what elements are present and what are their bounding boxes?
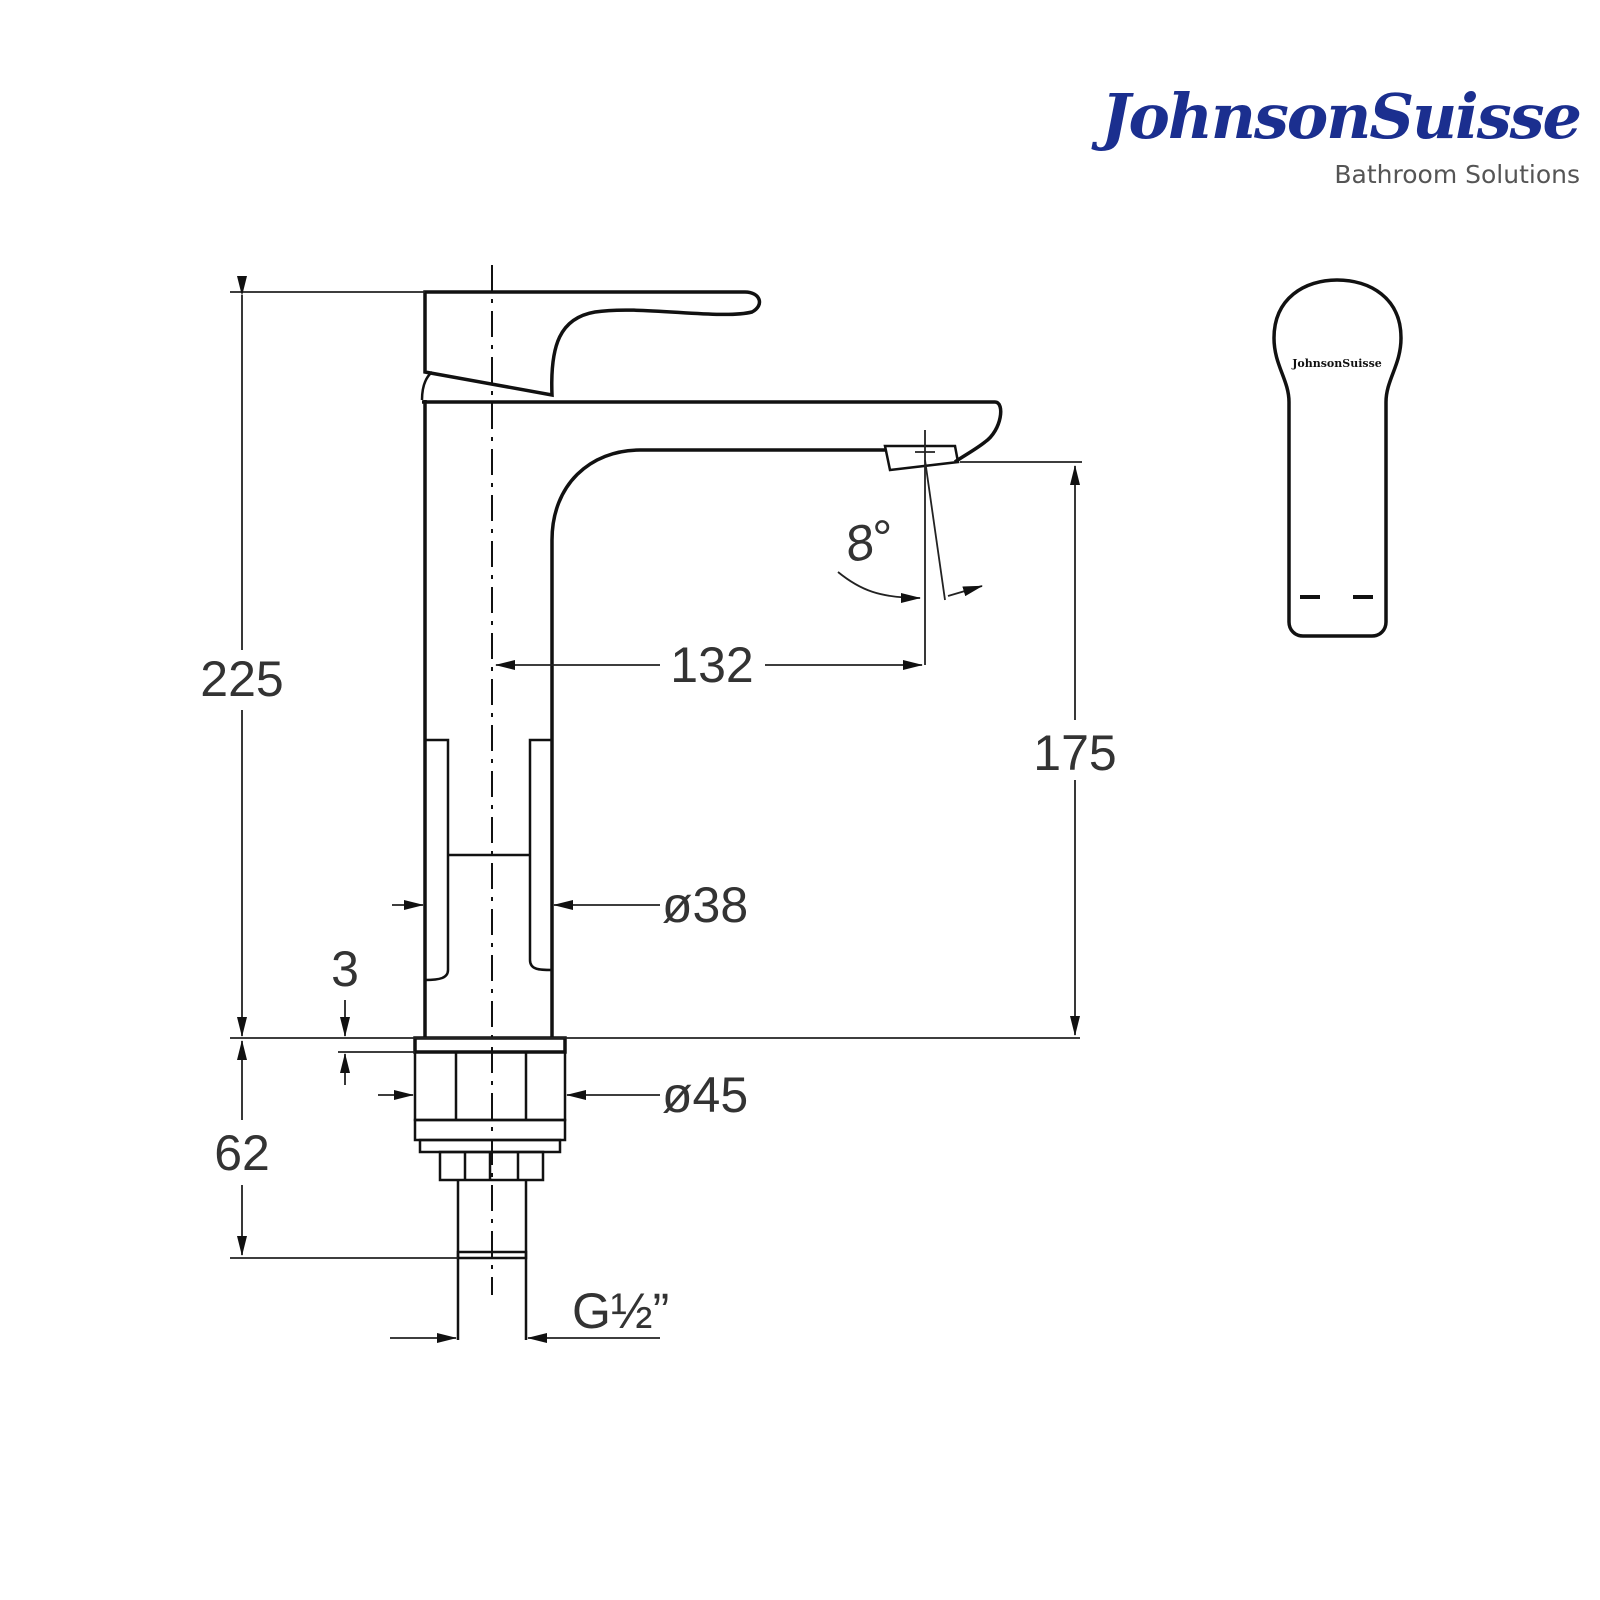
dim-spout-reach: 132 [495, 430, 926, 693]
dim-spout-reach-label: 132 [670, 637, 753, 693]
handle-top-view: JohnsonSuisse [1272, 278, 1403, 638]
dim-spout-angle-label: 8° [840, 509, 898, 574]
dim-thread: G½” [390, 1283, 669, 1343]
dim-spout-height: 175 [960, 461, 1117, 1036]
brand-name: JohnsonSuisse [1101, 80, 1582, 153]
faucet-outline [413, 290, 1003, 1340]
brand-tagline: Bathroom Solutions [1334, 160, 1580, 189]
dim-spout-height-label: 175 [1033, 725, 1116, 781]
dim-base-thickness-label: 3 [331, 941, 359, 997]
nut-body [413, 1050, 567, 1122]
dim-shank-length: 62 [214, 1040, 458, 1259]
dim-base-diameter: ø45 [378, 1067, 748, 1123]
inner-slot-left [424, 738, 450, 982]
lever-handle [423, 290, 762, 398]
dim-spout-angle: 8° [837, 459, 983, 603]
inner-slot-right [528, 738, 553, 972]
dim-thread-label: G½” [572, 1283, 669, 1339]
washer [413, 1118, 567, 1142]
lever-base [420, 371, 433, 401]
dim-total-height-label: 225 [200, 651, 283, 707]
dim-body-diameter-label: ø38 [662, 877, 748, 933]
dim-shank-length-label: 62 [214, 1125, 270, 1181]
dim-base-thickness: 3 [331, 941, 415, 1085]
base-flange [413, 1036, 567, 1054]
spout-top [422, 400, 1003, 464]
dim-total-height: 225 [200, 276, 425, 1037]
spout-bottom [550, 448, 885, 1038]
brand-logo: JohnsonSuisse Bathroom Solutions [1080, 80, 1582, 200]
dim-body-diameter: ø38 [392, 877, 748, 933]
aerator [883, 444, 960, 472]
dim-base-diameter-label: ø45 [662, 1067, 748, 1123]
handle-logo: JohnsonSuisse [1291, 357, 1382, 370]
